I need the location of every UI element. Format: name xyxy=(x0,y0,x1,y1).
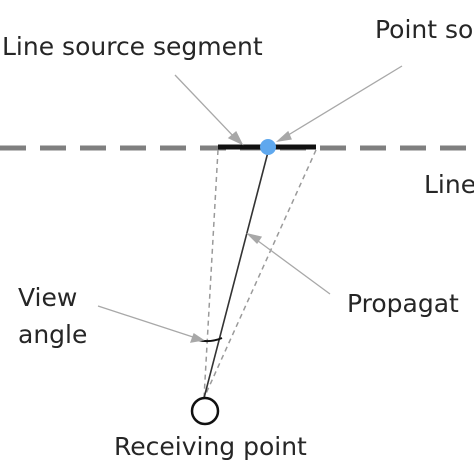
label-propagation: Propagat xyxy=(347,289,459,318)
view-boundary-left xyxy=(203,149,219,399)
label-receiving-point: Receiving point xyxy=(114,432,307,461)
arrow-line-source xyxy=(174,74,237,140)
view-boundary-right xyxy=(203,149,317,399)
arrow-point-source xyxy=(284,65,403,138)
label-angle: angle xyxy=(18,320,87,349)
label-view: View xyxy=(18,283,77,312)
propagation-path xyxy=(203,151,269,399)
arrow-propagation xyxy=(253,237,331,295)
point-source xyxy=(260,139,276,155)
leader-arrows xyxy=(97,65,403,343)
label-line: Line xyxy=(424,170,474,199)
arrow-view-angle xyxy=(97,305,197,339)
label-point-source: Point so xyxy=(375,15,473,44)
arrowhead-view-angle xyxy=(189,333,205,343)
arrowhead-point-source xyxy=(275,130,292,142)
receiving-point xyxy=(190,396,220,426)
label-line-source-segment: Line source segment xyxy=(2,32,263,61)
arrowhead-line-source xyxy=(227,130,244,146)
arrowhead-propagation xyxy=(245,232,263,245)
